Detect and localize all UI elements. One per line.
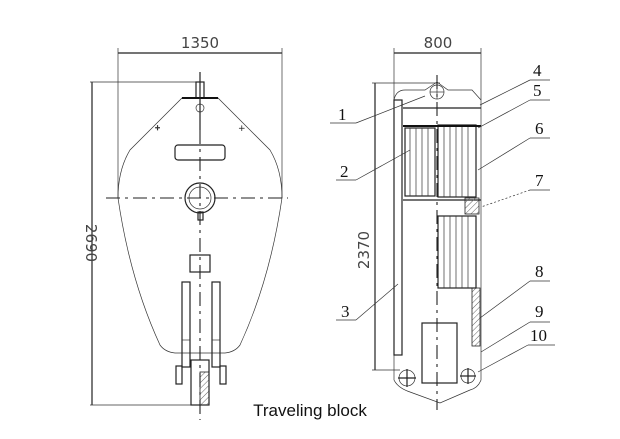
dim-800: 800 — [424, 34, 453, 52]
dim-1350: 1350 — [181, 34, 219, 52]
block-square — [189, 254, 211, 273]
sheave-grooves — [409, 125, 469, 288]
part-label-2: 2 — [340, 162, 349, 181]
side-plate — [393, 99, 403, 356]
part-label-5: 5 — [533, 81, 542, 100]
side-view: 800 2370 — [355, 34, 482, 410]
part-label-4: 4 — [533, 61, 542, 80]
svg-text:+: + — [238, 124, 246, 134]
shaft-end — [464, 197, 480, 215]
fork-plate-left — [181, 281, 191, 368]
dim-2370: 2370 — [355, 231, 373, 269]
sheave-left — [404, 127, 436, 197]
part-label-8: 8 — [535, 262, 544, 281]
part-callouts: 1 2 3 4 5 6 7 8 9 10 — [330, 61, 555, 373]
part-label-10: 10 — [530, 326, 547, 345]
part-label-6: 6 — [535, 119, 544, 138]
side-body — [393, 81, 482, 404]
part-label-7: 7 — [535, 171, 544, 190]
part-label-9: 9 — [535, 302, 544, 321]
sheave-lower — [437, 215, 477, 289]
front-view: 1350 2690 + + — [82, 34, 288, 420]
side-plate-right — [471, 287, 481, 347]
svg-text:+: + — [155, 123, 160, 133]
caption: Traveling block — [253, 401, 367, 420]
dim-2690: 2690 — [82, 224, 100, 262]
part-label-3: 3 — [341, 302, 350, 321]
part-label-1: 1 — [338, 105, 347, 124]
fork-plate-right — [211, 281, 221, 368]
hook-shank — [199, 371, 210, 406]
sheave-shaft — [184, 182, 216, 214]
